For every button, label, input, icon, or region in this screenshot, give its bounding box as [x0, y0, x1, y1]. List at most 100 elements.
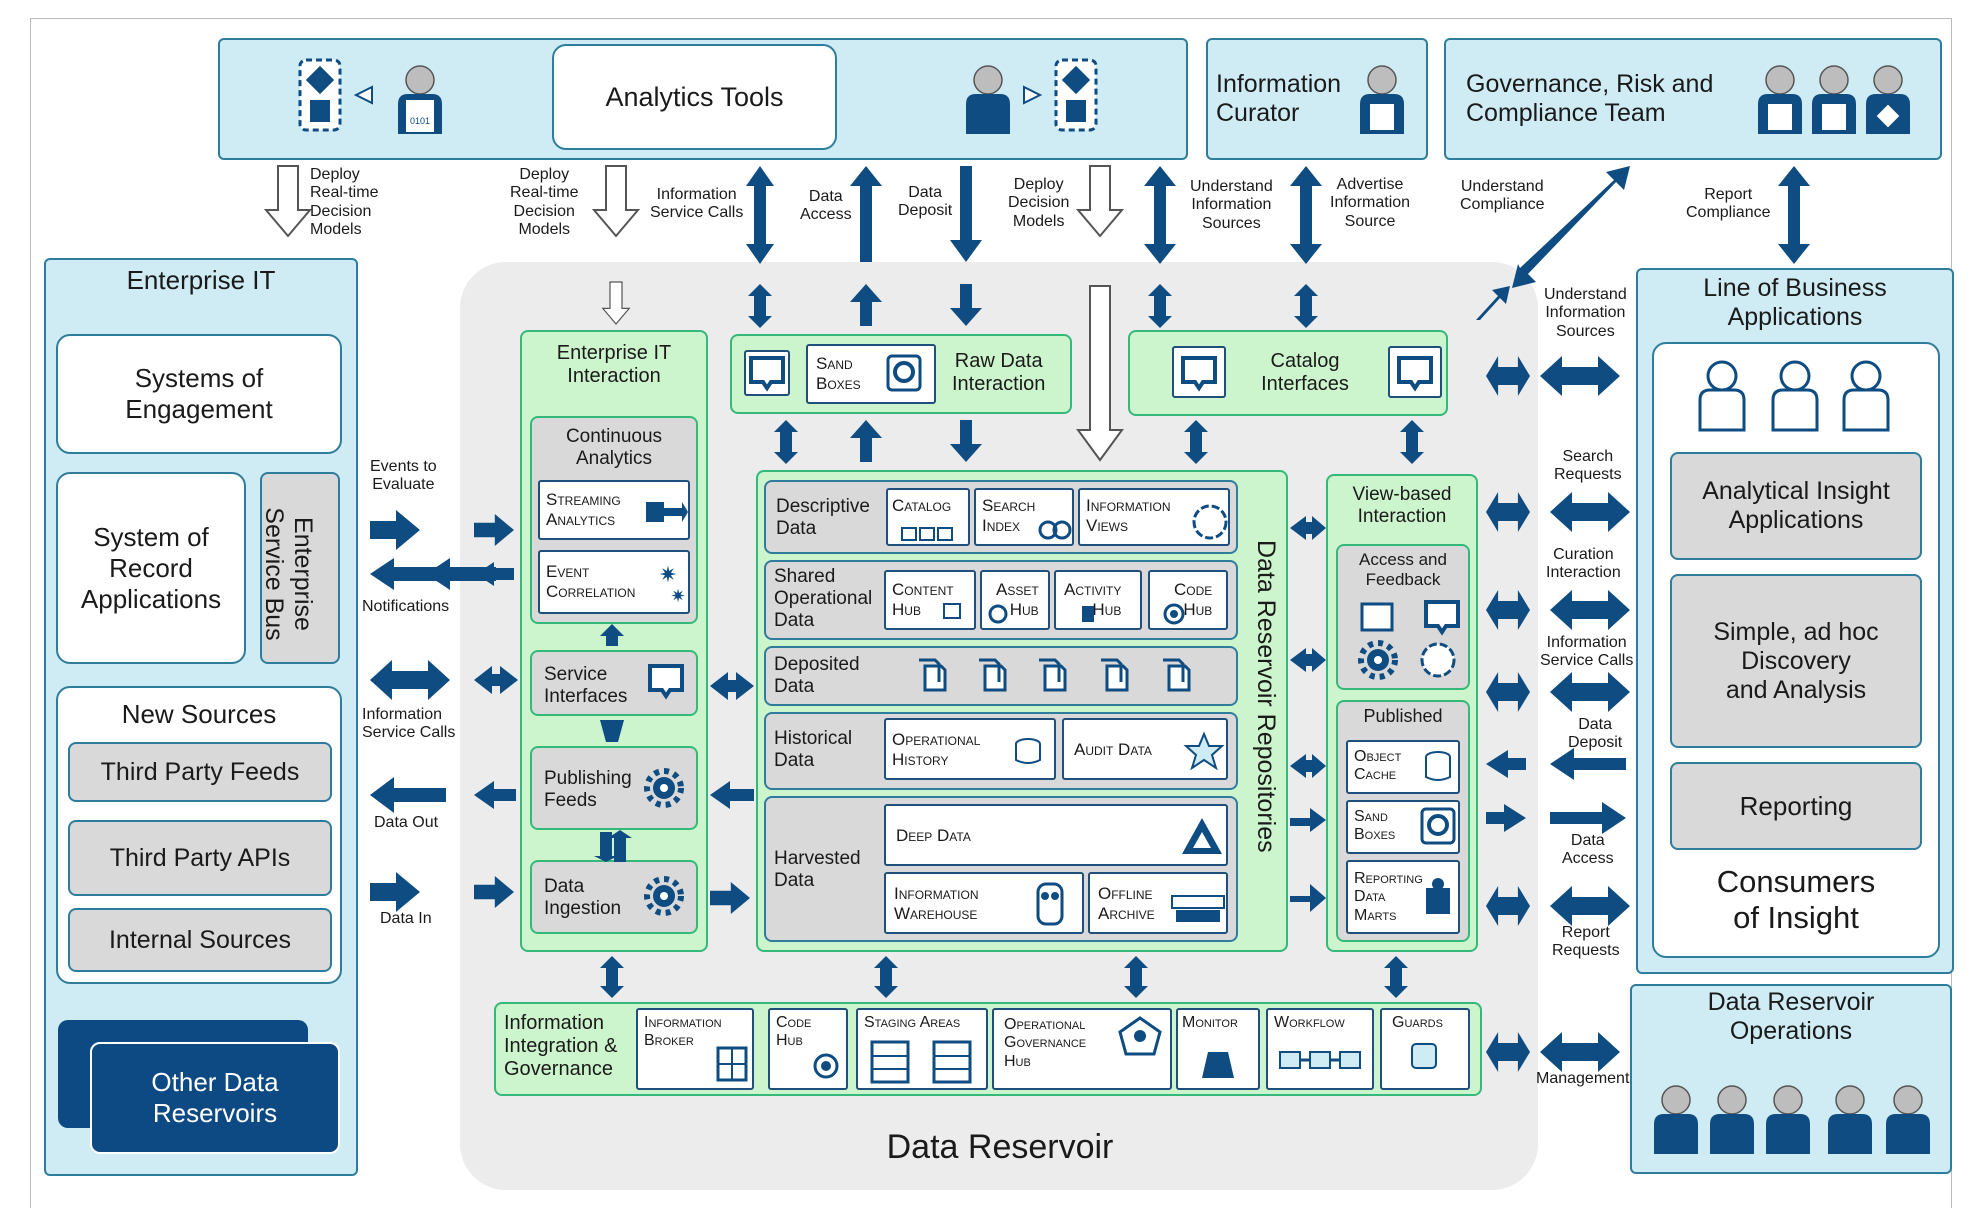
analytics-tools-label: Analytics Tools — [605, 81, 784, 112]
event-correlation-label: Event Correlation — [546, 562, 636, 601]
consumer-person-icon-2 — [1771, 360, 1819, 432]
deploy-rt-left-label: Deploy Real-time Decision Models — [310, 166, 379, 239]
enterprise-service-bus[interactable]: Enterprise Service Bus — [260, 472, 340, 664]
right-flow-arrows — [1486, 356, 1630, 1072]
raw-data-screen-icon — [749, 356, 785, 390]
staging-areas-label: Staging Areas — [864, 1014, 961, 1031]
deep-data-label: Deep Data — [896, 826, 971, 845]
publishing-feeds[interactable]: Publishing Feeds — [530, 746, 698, 830]
third-party-feeds-label: Third Party Feeds — [100, 757, 300, 786]
content-hub-label: Content Hub — [892, 580, 954, 619]
content-hub-icon — [943, 603, 961, 619]
deep-data-item[interactable]: Deep Data — [884, 804, 1228, 866]
data-out-label: Data Out — [374, 814, 439, 831]
catalog-interfaces-label: Catalog Interfaces — [1261, 350, 1349, 395]
access-feedback-icons — [1361, 600, 1460, 677]
vertical-arrows-top — [746, 166, 1810, 320]
reporting-box[interactable]: Reporting — [1670, 762, 1922, 850]
operations-person-icon-2 — [1709, 1085, 1755, 1155]
other-data-reservoirs-label: Other Data Reservoirs — [151, 1067, 279, 1128]
monitor-label: Monitor — [1182, 1014, 1238, 1031]
iig-label: Information Integration & Governance — [504, 1012, 618, 1080]
workflow-item[interactable]: Workflow — [1266, 1008, 1374, 1090]
notifications-label: Notifications — [362, 598, 450, 615]
info-service-calls-top-label: Information Service Calls — [650, 186, 744, 222]
info-service-calls-left-label: Information Service Calls — [362, 706, 456, 742]
curation-interaction-label: Curation Interaction — [1546, 546, 1621, 582]
analytics-tools-box[interactable]: Analytics Tools — [552, 44, 837, 150]
understand-info-sources-right-label: Understand Information Sources — [1544, 286, 1627, 340]
monitor-icon — [1202, 1052, 1234, 1078]
code-hub-label: Code Hub — [1174, 580, 1213, 619]
information-warehouse-owl-icon — [1036, 882, 1064, 926]
activity-hub-item[interactable]: Activity Hub — [1054, 570, 1142, 630]
service-interfaces-icon — [648, 664, 684, 698]
sand-boxes-raw[interactable]: Sand Boxes — [806, 344, 936, 404]
data-ingestion-label: Data Ingestion — [544, 876, 622, 919]
event-correlation[interactable]: Event Correlation — [538, 550, 690, 614]
systems-of-engagement-label: Systems of Engagement — [125, 363, 273, 424]
content-hub-item[interactable]: Content Hub — [884, 570, 976, 630]
information-broker-icon — [716, 1046, 748, 1082]
governance-person-icon-2 — [1811, 65, 1857, 135]
consumer-person-icon-1 — [1698, 360, 1746, 432]
reporting-marts-icon — [1426, 878, 1450, 914]
sand-boxes-published-icon — [1420, 807, 1456, 845]
consumer-person-icon-3 — [1842, 360, 1890, 432]
event-correlation-icon: ✷✷ — [659, 562, 686, 606]
internal-sources[interactable]: Internal Sources — [68, 908, 332, 972]
model-deploy-icon-right — [1023, 58, 1098, 132]
search-index-item[interactable]: Search Index — [974, 488, 1074, 546]
operational-history-icon — [1015, 738, 1041, 764]
published-label: Published — [1363, 706, 1443, 726]
code-hub-item[interactable]: Code Hub — [1148, 570, 1228, 630]
catalog-item[interactable]: Catalog — [886, 488, 970, 546]
other-data-reservoirs[interactable]: Other Data Reservoirs — [90, 1042, 340, 1154]
object-cache-label: Object Cache — [1354, 748, 1402, 784]
third-party-feeds[interactable]: Third Party Feeds — [68, 742, 332, 802]
reservoir-vertical-arrows — [594, 284, 1424, 998]
data-scientist-icon: 0101 — [397, 65, 443, 135]
governance-person-icon-3 — [1865, 65, 1911, 135]
workflow-label: Workflow — [1274, 1014, 1345, 1031]
information-warehouse-label: Information Warehouse — [894, 884, 979, 923]
analytical-insight-applications[interactable]: Analytical Insight Applications — [1670, 452, 1922, 560]
deploy-arrow-left — [265, 165, 311, 237]
sand-boxes-raw-label: Sand Boxes — [816, 354, 861, 393]
deposited-data-row — [764, 646, 1238, 706]
guards-label: Guards — [1392, 1014, 1443, 1031]
asset-hub-icon — [988, 604, 1008, 624]
info-service-calls-right-label: Information Service Calls — [1540, 634, 1634, 670]
analyst-icon — [965, 65, 1011, 135]
svg-text:0101: 0101 — [410, 116, 430, 126]
report-compliance-label: Report Compliance — [1686, 186, 1771, 222]
report-requests-label: Report Requests — [1552, 924, 1620, 960]
offline-archive-icon — [1171, 895, 1225, 922]
simple-adhoc-label: Simple, ad hoc Discovery and Analysis — [1713, 617, 1879, 704]
code-hub-iig-item[interactable]: Code Hub — [768, 1008, 848, 1090]
access-feedback-label: Access and Feedback — [1359, 550, 1447, 589]
object-cache-item[interactable]: Object Cache — [1346, 740, 1460, 794]
deploy-decision-arrow — [1077, 165, 1123, 237]
governance-team-label: Governance, Risk and Compliance Team — [1466, 70, 1714, 127]
information-curator-label: Information Curator — [1216, 70, 1342, 127]
advertise-info-source-label: Advertise Information Source — [1330, 176, 1411, 230]
operations-person-icon-4 — [1827, 1085, 1873, 1155]
publishing-feeds-gear-icon — [647, 771, 681, 805]
audit-data-label: Audit Data — [1074, 740, 1152, 759]
third-party-apis[interactable]: Third Party APIs — [68, 820, 332, 896]
systems-of-engagement[interactable]: Systems of Engagement — [56, 334, 342, 454]
simple-adhoc-discovery[interactable]: Simple, ad hoc Discovery and Analysis — [1670, 574, 1922, 748]
deposited-docs-icons — [917, 658, 1191, 692]
operational-history-label: Operational History — [892, 730, 981, 769]
data-deposit-top-label: Data Deposit — [898, 184, 953, 220]
information-views-icon — [1192, 504, 1228, 540]
system-of-record-applications[interactable]: System of Record Applications — [56, 472, 246, 664]
deploy-arrow-mid-lower — [602, 281, 630, 325]
operations-person-icon-5 — [1885, 1085, 1931, 1155]
shared-operational-label: Shared Operational Data — [774, 566, 873, 631]
streaming-icon — [646, 502, 688, 522]
code-hub-iig-icon — [813, 1053, 839, 1079]
data-deposit-right-label: Data Deposit — [1568, 716, 1623, 752]
descriptive-data-label: Descriptive Data — [776, 496, 870, 539]
